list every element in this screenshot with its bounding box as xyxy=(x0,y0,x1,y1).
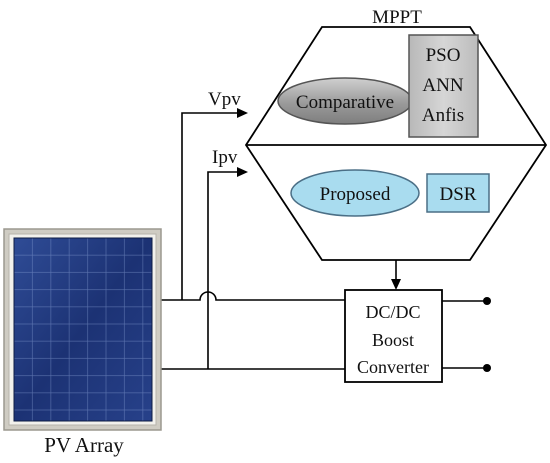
pv-array-label: PV Array xyxy=(44,433,124,457)
converter-line-1: DC/DC xyxy=(365,302,420,322)
method-pso: PSO xyxy=(426,45,461,66)
comparative-methods-box xyxy=(408,34,479,138)
output-terminal-top xyxy=(483,297,491,305)
vpv-label: Vpv xyxy=(208,89,241,110)
dsr-box xyxy=(426,173,490,213)
proposed-ellipse xyxy=(290,169,420,217)
mppt-output-arrowhead xyxy=(391,279,401,290)
converter-line-3: Converter xyxy=(357,357,429,377)
ipv-arrowhead xyxy=(237,167,248,177)
ipv-line xyxy=(207,171,238,369)
ipv-label: Ipv xyxy=(212,147,238,168)
comparative-label: Comparative xyxy=(296,92,394,113)
method-ann: ANN xyxy=(422,75,463,96)
dsr-label: DSR xyxy=(440,184,477,205)
mppt-hexagon xyxy=(244,26,548,261)
output-terminal-bottom xyxy=(483,364,491,372)
dc-dc-converter-box xyxy=(344,289,443,383)
vpv-line xyxy=(181,112,238,300)
top-power-line xyxy=(160,291,345,301)
converter-line-2: Boost xyxy=(372,330,414,350)
mppt-title: MPPT xyxy=(372,7,422,28)
proposed-label: Proposed xyxy=(320,184,391,205)
method-anfis: Anfis xyxy=(422,105,464,126)
pv-array-image xyxy=(3,228,162,431)
vpv-arrowhead xyxy=(237,108,248,118)
